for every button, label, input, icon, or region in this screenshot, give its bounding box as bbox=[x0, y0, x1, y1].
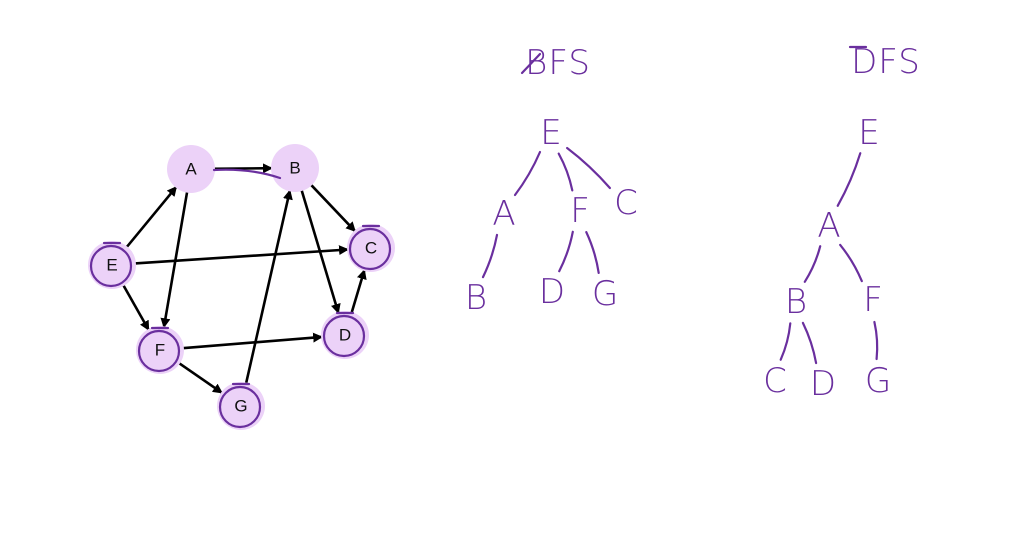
graph-edge-f-d bbox=[180, 332, 324, 350]
bfs-node-d: D bbox=[539, 272, 565, 312]
graph-node-a bbox=[167, 145, 215, 193]
dfs-edge-a-b bbox=[803, 245, 822, 283]
bfs-node-c: C bbox=[614, 183, 638, 223]
graph-ink-annotations bbox=[89, 168, 392, 429]
graph-edge-e-a bbox=[124, 185, 178, 250]
bfs-edge-e-a bbox=[513, 150, 542, 197]
graph-node-d bbox=[321, 311, 369, 359]
bfs-edge-e-f bbox=[557, 152, 574, 192]
dfs-edge-b-d bbox=[801, 321, 818, 365]
graph-node-b bbox=[271, 144, 319, 192]
graph-node-g bbox=[217, 382, 265, 430]
bfs-node-e: E bbox=[540, 113, 561, 153]
directed-graph: A B C D E F G bbox=[88, 144, 395, 430]
graph-node-e-ink-circle bbox=[89, 244, 133, 288]
graph-node-label-f: F bbox=[155, 341, 165, 360]
graph-node-label-e: E bbox=[106, 256, 117, 275]
bfs-node-a: A bbox=[492, 194, 515, 234]
graph-node-label-g: G bbox=[234, 397, 247, 416]
graph-node-circles bbox=[88, 144, 395, 430]
graph-node-g-ink-circle bbox=[218, 385, 262, 429]
dfs-edge-a-f bbox=[839, 243, 863, 283]
graph-edges bbox=[121, 163, 367, 394]
graph-edge-e-c bbox=[132, 245, 349, 265]
graph-node-c bbox=[347, 224, 395, 272]
dfs-title: DFS bbox=[851, 42, 921, 82]
bfs-title-strike bbox=[520, 52, 542, 75]
bfs-node-f: F bbox=[570, 191, 590, 231]
graph-node-label-b: B bbox=[289, 159, 300, 178]
graph-edge-e-f bbox=[121, 282, 150, 331]
graph-edge-d-c bbox=[349, 269, 367, 316]
bfs-edge-f-d bbox=[558, 230, 574, 273]
graph-node-c-ink-circle bbox=[348, 227, 392, 271]
graph-node-label-c: C bbox=[365, 239, 377, 258]
graph-edge-f-g bbox=[176, 360, 223, 394]
bfs-node-g: G bbox=[592, 274, 618, 314]
graph-edge-ink-flourish bbox=[212, 168, 282, 180]
dfs-tree-edges bbox=[779, 152, 879, 365]
graph-node-labels: A B C D E F G bbox=[106, 159, 377, 416]
graph-node-d-ink-circle bbox=[322, 314, 366, 358]
bfs-node-b: B bbox=[465, 278, 487, 318]
graph-edge-g-b bbox=[244, 189, 293, 386]
bfs-edge-a-b bbox=[481, 233, 499, 279]
graph-edge-a-f bbox=[160, 189, 189, 329]
dfs-edge-b-c bbox=[779, 322, 792, 361]
dfs-edge-e-a bbox=[836, 152, 862, 207]
graph-node-f-ink-circle bbox=[137, 329, 181, 373]
bfs-tree-edges bbox=[481, 146, 611, 279]
bfs-edge-e-c bbox=[566, 146, 611, 190]
graph-node-e bbox=[88, 241, 136, 289]
bfs-edge-f-g bbox=[585, 231, 600, 274]
dfs-edge-f-g bbox=[873, 320, 879, 361]
dfs-node-e: E bbox=[858, 113, 879, 153]
dfs-node-f: F bbox=[863, 280, 883, 320]
graph-edge-b-c bbox=[308, 182, 357, 233]
dfs-node-c: C bbox=[763, 361, 787, 401]
dfs-node-a: A bbox=[817, 206, 840, 246]
graph-node-f bbox=[136, 326, 184, 374]
graph-node-label-a: A bbox=[185, 160, 197, 179]
dfs-node-g: G bbox=[865, 361, 891, 401]
dfs-node-b: B bbox=[785, 282, 807, 322]
dfs-node-d: D bbox=[810, 364, 836, 404]
graph-node-label-d: D bbox=[339, 326, 351, 345]
bfs-title: BFS bbox=[525, 43, 591, 83]
